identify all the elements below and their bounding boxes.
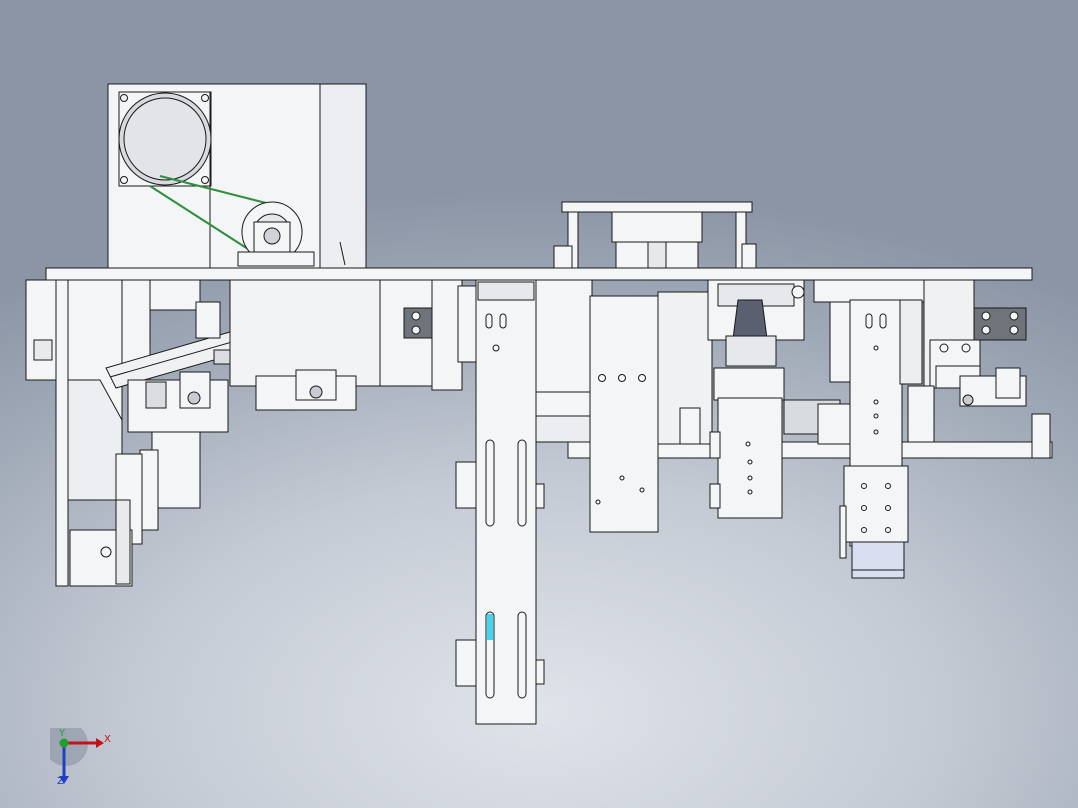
vertical-slider-1[interactable] xyxy=(455,279,545,725)
top-fixture[interactable] xyxy=(553,201,757,269)
right-cylinders[interactable] xyxy=(783,279,939,445)
center-rail[interactable] xyxy=(535,279,1053,459)
left-frame[interactable] xyxy=(25,279,201,587)
z-axis-label: Z xyxy=(57,776,64,787)
main-plate[interactable] xyxy=(45,267,1033,281)
motor-housing[interactable] xyxy=(107,83,367,269)
vertical-slider-2[interactable] xyxy=(589,291,713,533)
triad-axes-icon xyxy=(44,722,104,784)
x-axis-label: X xyxy=(104,734,111,745)
right-frame[interactable] xyxy=(907,279,1027,443)
belt-pulley[interactable] xyxy=(149,175,346,267)
y-axis-label: Y xyxy=(59,728,66,739)
nozzle-block[interactable] xyxy=(707,279,805,519)
mid-left-brackets[interactable] xyxy=(229,279,479,411)
vertical-slider-3[interactable] xyxy=(839,299,923,579)
left-lower-brackets[interactable] xyxy=(69,371,229,587)
coordinate-triad: X Y Z xyxy=(44,722,111,790)
